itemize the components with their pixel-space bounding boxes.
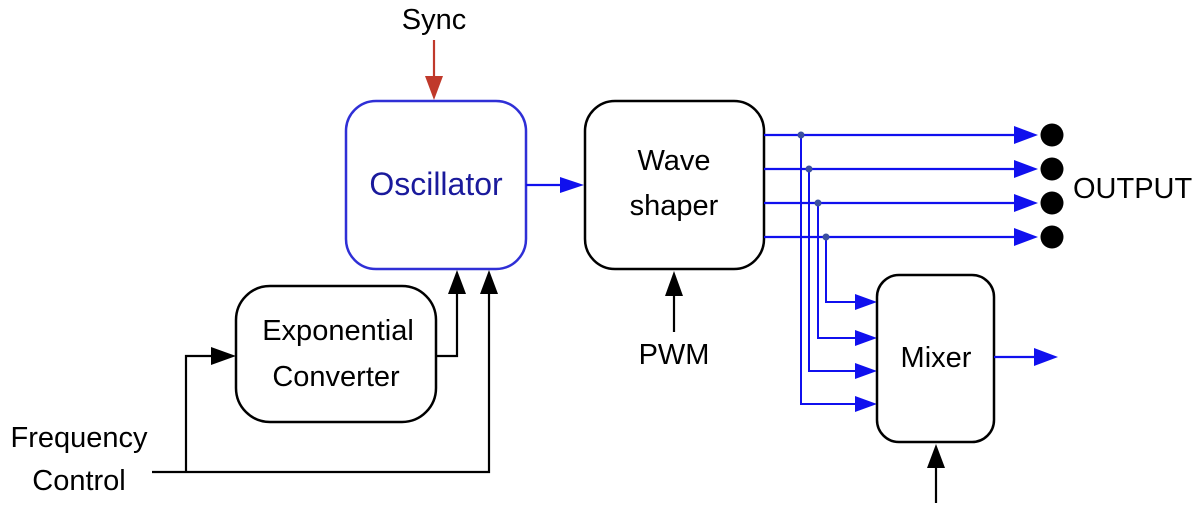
- output-arrowhead-4: [1014, 228, 1038, 246]
- mixer-input-wire-3: [817, 203, 856, 339]
- output-terminal-4[interactable]: [1040, 225, 1064, 249]
- mixer-output-arrowhead: [1034, 348, 1058, 366]
- frequency-to-osc-arrowhead: [480, 270, 498, 294]
- output-lines-group: [764, 123, 1064, 412]
- junction-dot-3: [814, 199, 822, 207]
- output-terminal-1[interactable]: [1040, 123, 1064, 147]
- exponential-converter-label-line2: Converter: [272, 361, 400, 393]
- mixer-input-wire-1: [800, 135, 856, 405]
- mixer-label: Mixer: [901, 342, 972, 374]
- output-terminal-3[interactable]: [1040, 191, 1064, 215]
- output-label: OUTPUT: [1073, 173, 1193, 205]
- mixer-input-arrowhead-3: [855, 330, 877, 346]
- sync-label: Sync: [402, 4, 466, 36]
- output-terminal-2[interactable]: [1040, 157, 1064, 181]
- frequency-to-expconv-arrowhead: [211, 347, 236, 365]
- output-arrowhead-2: [1014, 160, 1038, 178]
- mixer-block: [875, 273, 996, 444]
- junction-dot-1: [797, 131, 805, 139]
- mixer-input-arrowhead-4: [855, 294, 877, 310]
- sync-arrowhead: [425, 76, 443, 100]
- oscillator-label: Oscillator: [369, 166, 503, 202]
- expconv-to-osc-arrowhead: [448, 270, 466, 294]
- wave-shaper-label-line2: shaper: [630, 190, 719, 222]
- junction-dot-4: [822, 233, 830, 241]
- pwm-label: PWM: [639, 339, 710, 371]
- exponential-converter-block: [234, 284, 438, 424]
- wave-shaper-label-line1: Wave: [637, 145, 710, 177]
- exponential-converter-label-line1: Exponential: [262, 315, 414, 347]
- junction-dot-2: [805, 165, 813, 173]
- frequency-control-label-line2: Control: [32, 465, 126, 497]
- wave-shaper-block: [583, 99, 766, 271]
- osc-to-waveshaper-arrowhead: [560, 177, 584, 193]
- output-arrowhead-1: [1014, 126, 1038, 144]
- mixer-input-arrowhead-2: [855, 363, 877, 379]
- mixer-input-wire-2: [808, 169, 856, 372]
- expconv-to-osc-wire: [436, 292, 459, 358]
- frequency-control-main-wire: [152, 292, 491, 474]
- mixer-control-arrowhead: [927, 444, 945, 468]
- mixer-input-arrowhead-1: [855, 396, 877, 412]
- frequency-to-expconv-wire: [184, 354, 213, 472]
- frequency-control-label-line1: Frequency: [10, 422, 148, 454]
- mixer-input-wire-4: [825, 237, 856, 303]
- output-arrowhead-3: [1014, 194, 1038, 212]
- pwm-arrowhead: [665, 271, 683, 296]
